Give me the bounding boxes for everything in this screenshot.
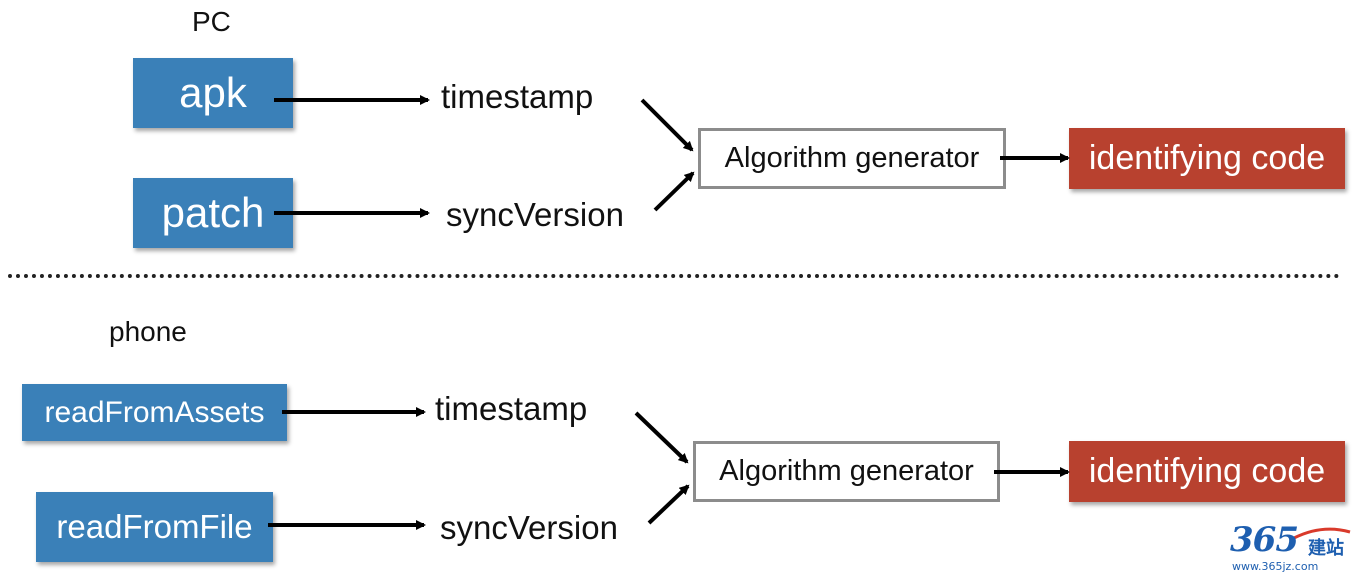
- phone-syncversion-label: syncVersion: [440, 509, 618, 546]
- phone-algorithm-generator-node: Algorithm generator: [693, 441, 1000, 502]
- phone-timestamp-to-generator-arrow: [634, 411, 689, 464]
- pc-patch-node: patch: [133, 178, 293, 248]
- watermark-url: www.365jz.com: [1232, 560, 1319, 573]
- pc-syncversion-label: syncVersion: [446, 196, 624, 233]
- pc-timestamp-to-generator-arrow: [640, 98, 694, 152]
- phone-readfromassets-node: readFromAssets: [22, 384, 287, 441]
- pc-syncversion-to-generator-arrow: [653, 171, 695, 212]
- phone-timestamp-label: timestamp: [435, 390, 588, 427]
- pc-apk-node: apk: [133, 58, 293, 128]
- pc-section-label: PC: [192, 6, 231, 37]
- phone-syncversion-to-generator-arrow: [647, 484, 690, 525]
- watermark-swoosh-icon: [1293, 527, 1351, 540]
- pc-identifying-code-node: identifying code: [1069, 128, 1345, 189]
- watermark-logo: 365 建站 www.365jz.com: [1226, 520, 1351, 576]
- phone-readfromfile-node: readFromFile: [36, 492, 273, 562]
- watermark-chinese-text: 建站: [1308, 538, 1344, 559]
- pc-timestamp-label: timestamp: [441, 78, 594, 115]
- phone-section-label: phone: [109, 316, 187, 347]
- section-divider: [8, 274, 1340, 278]
- watermark-number: 365: [1230, 520, 1299, 560]
- phone-identifying-code-node: identifying code: [1069, 441, 1345, 502]
